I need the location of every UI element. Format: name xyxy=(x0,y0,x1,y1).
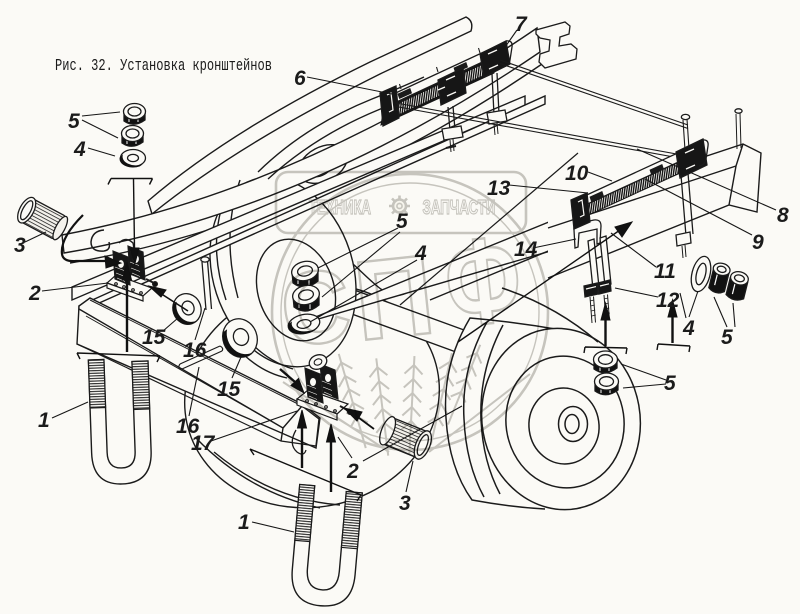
svg-text:4: 4 xyxy=(73,138,86,161)
svg-text:2: 2 xyxy=(28,282,41,305)
svg-text:11: 11 xyxy=(654,260,676,283)
svg-text:Рис. 32. Установка кронштейнов: Рис. 32. Установка кронштейнов xyxy=(55,57,272,76)
svg-text:16: 16 xyxy=(183,339,207,362)
svg-text:1: 1 xyxy=(38,409,50,432)
svg-text:4: 4 xyxy=(414,242,427,265)
svg-text:15: 15 xyxy=(217,378,241,401)
svg-text:12: 12 xyxy=(656,289,680,312)
svg-text:3: 3 xyxy=(14,234,26,257)
svg-text:8: 8 xyxy=(777,204,789,227)
svg-text:16: 16 xyxy=(176,415,200,438)
svg-text:4: 4 xyxy=(682,317,695,340)
svg-text:17: 17 xyxy=(191,432,216,455)
svg-text:9: 9 xyxy=(752,231,764,254)
svg-text:П: П xyxy=(348,230,440,364)
svg-text:ЗАПЧАСТИ: ЗАПЧАСТИ xyxy=(423,197,496,219)
svg-text:ТЕХНИКА: ТЕХНИКА xyxy=(309,197,371,219)
svg-text:1: 1 xyxy=(238,511,250,534)
svg-text:10: 10 xyxy=(565,162,589,185)
svg-text:3: 3 xyxy=(399,492,411,515)
svg-text:15: 15 xyxy=(142,326,166,349)
svg-text:2: 2 xyxy=(346,460,359,483)
svg-text:С: С xyxy=(275,246,355,368)
svg-text:13: 13 xyxy=(487,177,511,200)
svg-text:5: 5 xyxy=(721,326,733,349)
svg-text:Ф: Ф xyxy=(439,210,528,354)
svg-text:6: 6 xyxy=(294,67,306,90)
svg-text:7: 7 xyxy=(515,13,528,36)
svg-text:5: 5 xyxy=(664,372,676,395)
svg-text:5: 5 xyxy=(68,110,80,133)
